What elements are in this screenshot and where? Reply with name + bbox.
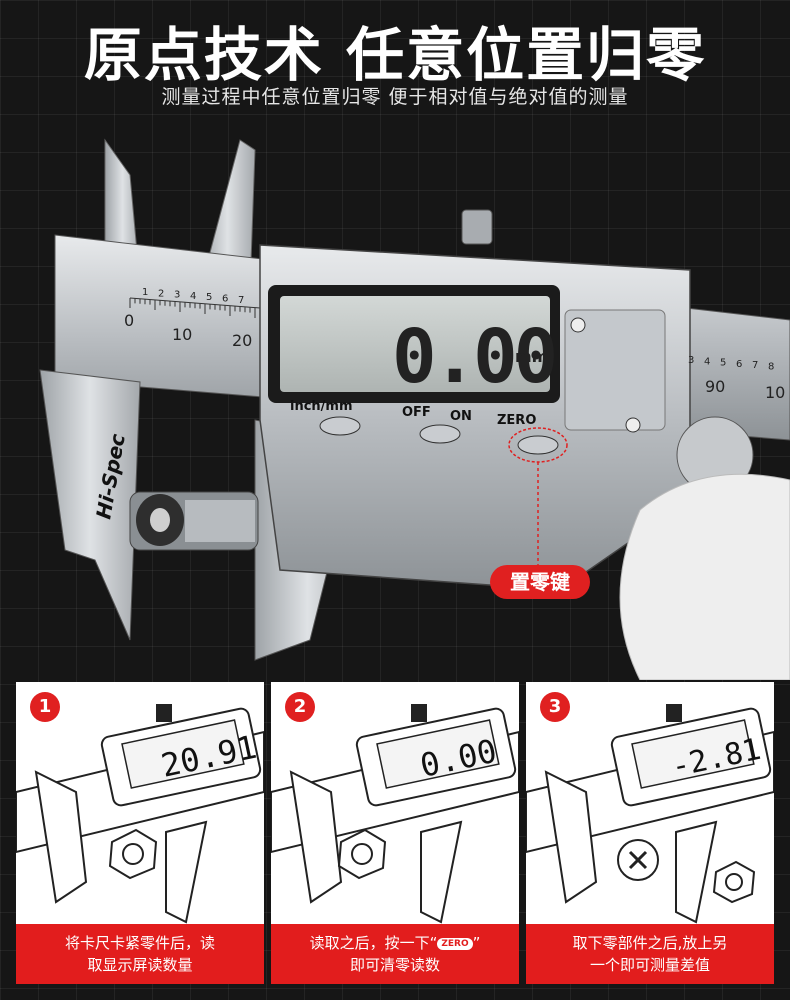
scale-right-small-3: 3 — [688, 355, 694, 366]
step-2-caption-text-b: ” — [472, 934, 481, 952]
thumb-screw — [461, 209, 493, 245]
step-1-illustration: 20.91 — [16, 704, 264, 924]
step-2-caption-text-a: 读取之后，按一下“ — [309, 934, 438, 952]
zero-chip: ZERO — [437, 937, 473, 950]
label-inch-mm: inch/mm — [290, 399, 353, 414]
scale-left-small-2: 2 — [158, 288, 164, 299]
scale-left-0: 0 — [124, 311, 134, 330]
lcd-screen — [280, 296, 550, 392]
zero-button[interactable] — [517, 435, 559, 455]
page-title: 原点技术 任意位置归零 — [83, 21, 707, 89]
step-card-2: 0.00 2 读取之后，按一下“ZERO” 即可清零读数 — [271, 682, 519, 984]
step-number-2: 2 — [285, 692, 315, 722]
scale-right-small-8: 8 — [768, 362, 774, 373]
scale-right-small-6: 6 — [736, 359, 742, 370]
step-3-caption-line-2: 一个即可测量差值 — [589, 956, 710, 974]
scale-left-small-3: 3 — [174, 290, 180, 301]
cover-screw-bottom — [625, 417, 641, 433]
scale-left-small-7: 7 — [238, 295, 244, 306]
gloved-hand — [619, 473, 790, 680]
cover-screw-top — [570, 317, 586, 333]
page-subtitle: 测量过程中任意位置归零 便于相对值与绝对值的测量 — [161, 86, 629, 108]
step-3-caption-line-1: 取下零部件之后,放上另 — [572, 934, 728, 952]
step-1-caption: 将卡尺卡紧零件后，读 取显示屏读数量 — [16, 924, 264, 984]
scale-left-small-4: 4 — [190, 291, 196, 302]
step-1-caption-line-1: 将卡尺卡紧零件后，读 — [64, 934, 215, 952]
scale-left-10: 10 — [172, 325, 192, 344]
step-2-caption: 读取之后，按一下“ZERO” 即可清零读数 — [271, 924, 519, 984]
scale-left-small-6: 6 — [222, 294, 228, 305]
scale-left-small-1: 1 — [142, 287, 148, 298]
on-off-button[interactable] — [419, 424, 461, 444]
scale-left-small-5: 5 — [206, 292, 212, 303]
lcd-reading: 0.00 — [392, 314, 555, 400]
label-zero: ZERO — [497, 413, 536, 428]
step-2-illustration: 0.00 — [271, 704, 519, 924]
lcd-unit: mm — [515, 347, 548, 366]
label-off: OFF — [402, 405, 431, 420]
label-on: ON — [450, 409, 472, 424]
steps-section: 20.91 1 将卡尺卡紧零件后，读 取显示屏读数量 0.00 — [0, 682, 790, 1000]
scale-left-20: 20 — [232, 331, 252, 350]
bearing — [129, 491, 259, 551]
step-2-caption-line-2: 即可清零读数 — [349, 956, 440, 974]
step-1-caption-line-2: 取显示屏读数量 — [87, 956, 193, 974]
step-number-3: 3 — [540, 692, 570, 722]
step-number-1: 1 — [30, 692, 60, 722]
zero-key-callout: 置零键 — [490, 565, 590, 599]
scale-right-small-4: 4 — [704, 356, 710, 367]
step-card-3: -2.81 3 取下零部件之后,放上另 一个即可测量差值 — [526, 682, 774, 984]
step-2-caption-line-1: 读取之后，按一下“ZERO” — [271, 932, 519, 954]
scale-right-90: 90 — [705, 377, 725, 396]
inch-mm-button[interactable] — [319, 416, 361, 436]
scale-right-small-7: 7 — [752, 360, 758, 371]
step-3-illustration: -2.81 — [526, 704, 774, 924]
lower-fixed-jaw — [39, 369, 141, 641]
scale-right-10: 10 — [765, 383, 785, 402]
step-3-caption: 取下零部件之后,放上另 一个即可测量差值 — [526, 924, 774, 984]
step-card-1: 20.91 1 将卡尺卡紧零件后，读 取显示屏读数量 — [16, 682, 264, 984]
scale-right-small-5: 5 — [720, 358, 726, 369]
battery-cover — [564, 309, 666, 431]
